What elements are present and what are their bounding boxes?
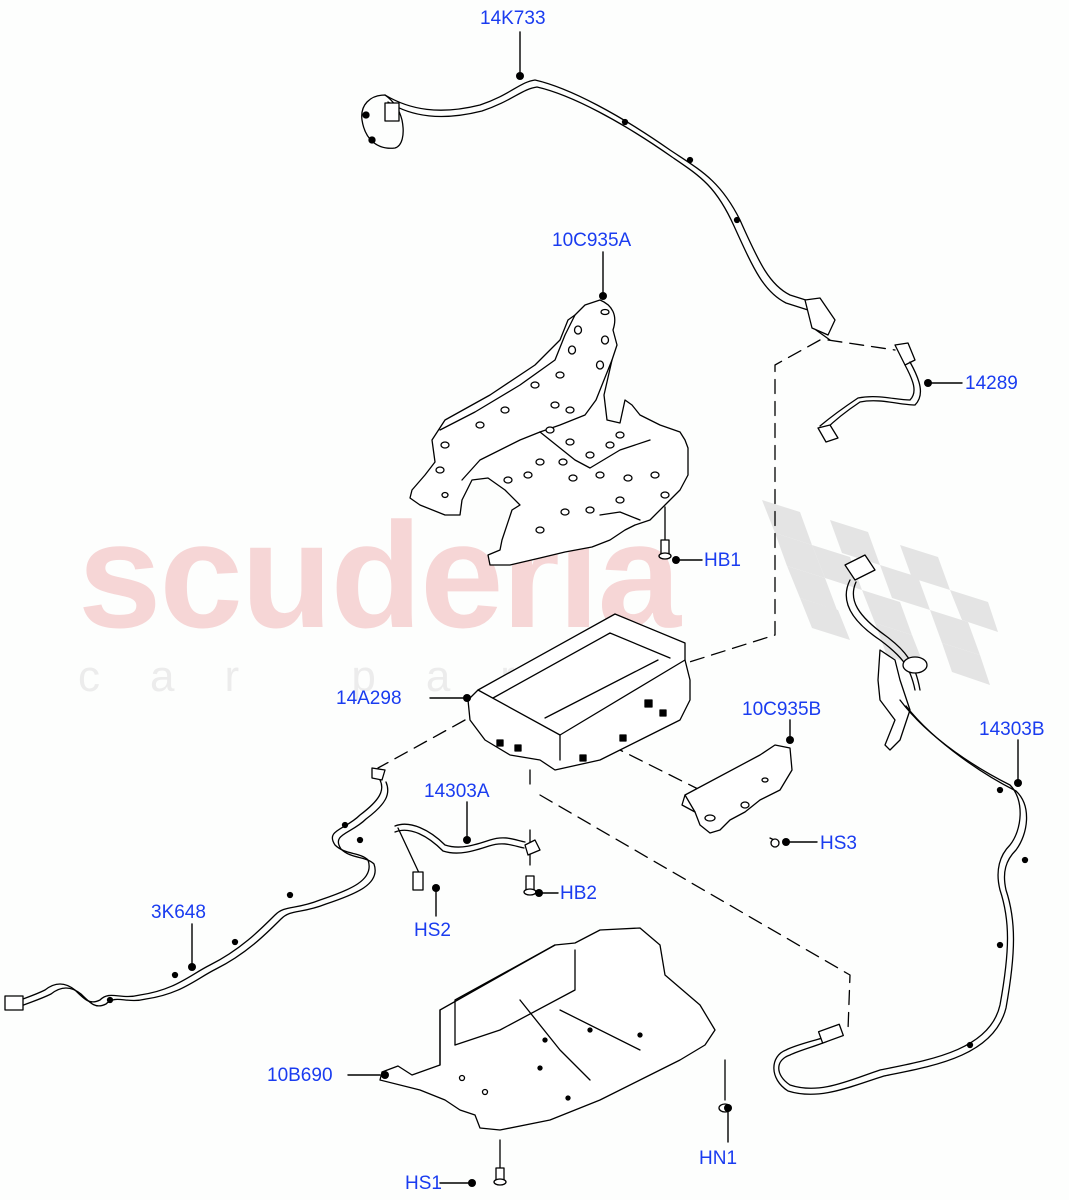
callout-HN1[interactable]: HN1	[699, 1148, 738, 1169]
bracket-10C935A	[409, 299, 689, 566]
callout-3K648[interactable]: 3K648	[151, 902, 206, 923]
callout-HS2[interactable]: HS2	[414, 920, 451, 941]
callout-HS1[interactable]: HS1	[405, 1173, 442, 1194]
callout-14A298[interactable]: 14A298	[336, 688, 402, 709]
shield-10B690	[379, 927, 732, 1186]
harness-14289	[817, 342, 922, 443]
callout-10B690[interactable]: 10B690	[267, 1065, 333, 1086]
strap-14303A	[394, 823, 541, 896]
module-14A298	[467, 613, 691, 771]
harness-14K733	[361, 79, 836, 341]
callout-10C935B[interactable]: 10C935B	[742, 699, 822, 720]
callout-HB2[interactable]: HB2	[560, 883, 597, 904]
callout-14289[interactable]: 14289	[965, 373, 1018, 394]
callout-HB1[interactable]: HB1	[704, 550, 741, 571]
bracket-10C935B	[681, 744, 793, 848]
callout-14303B[interactable]: 14303B	[979, 719, 1045, 740]
callout-10C935A[interactable]: 10C935A	[552, 230, 632, 251]
callout-HS3[interactable]: HS3	[820, 833, 857, 854]
harness-3K648	[4, 767, 389, 1011]
callout-14303A[interactable]: 14303A	[424, 781, 490, 802]
harness-14303B	[773, 554, 1029, 1095]
callout-14K733[interactable]: 14K733	[480, 8, 546, 29]
